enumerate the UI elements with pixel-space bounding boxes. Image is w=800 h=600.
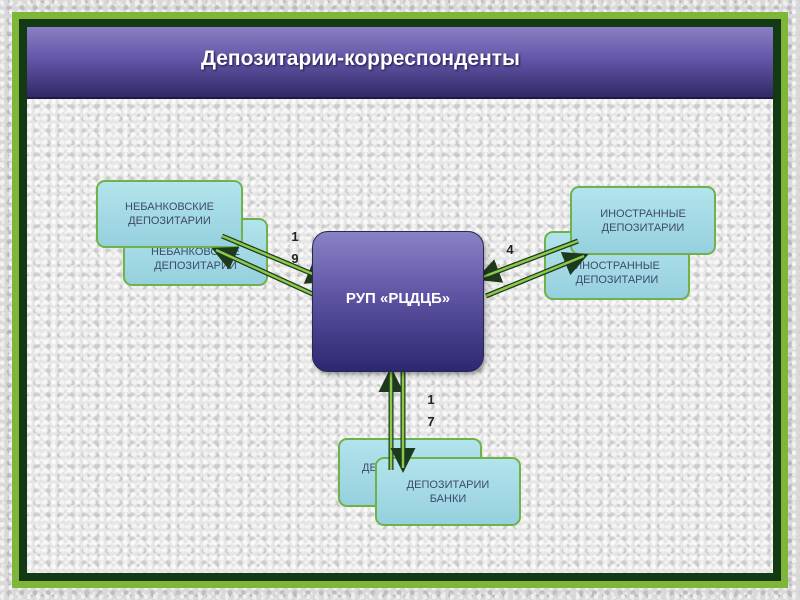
box-label-line: ДЕПОЗИТАРИИ bbox=[601, 221, 685, 234]
nonbank-depositories-box: НЕБАНКОВСКИЕ ДЕПОЗИТАРИИ bbox=[96, 180, 243, 248]
arrow-center-to-foreign bbox=[485, 251, 589, 299]
box-label-line: ДЕПОЗИТАРИИ bbox=[575, 273, 659, 286]
banks-count-digit: 7 bbox=[427, 414, 435, 429]
box-label-line: ДЕ bbox=[362, 461, 377, 474]
banks-count-digit: 1 bbox=[427, 392, 435, 407]
arrow-foreign-to-center bbox=[475, 238, 579, 283]
foreign-count: 4 bbox=[506, 242, 514, 257]
box-label-line: ДЕПОЗИТАРИИ bbox=[128, 215, 211, 227]
foreign-depositories-box: ИНОСТРАННЫЕ ДЕПОЗИТАРИИ bbox=[570, 186, 716, 255]
slide-frame: Депозитарии-корреспонденты bbox=[12, 12, 788, 588]
box-label-line: БАНКИ bbox=[429, 492, 467, 505]
central-depository-label: РУП «РЦДЦБ» bbox=[345, 290, 451, 307]
central-depository-node: РУП «РЦДЦБ» bbox=[312, 231, 484, 372]
box-label-line: НЕБАНКОВСКИЕ bbox=[125, 201, 214, 213]
title-bar: Депозитарии-корреспонденты bbox=[27, 27, 773, 99]
box-label-line: ИНОСТРАННЫЕ bbox=[600, 207, 686, 220]
slide-title: Депозитарии-корреспонденты bbox=[201, 47, 520, 70]
box-label-line: ДЕПОЗИТАРИИ bbox=[406, 478, 490, 491]
box-label-line: ИНОСТРАННЫЕ bbox=[574, 259, 660, 272]
arrow-center-to-nonbank bbox=[211, 246, 319, 299]
nonbank-count-digit: 1 bbox=[291, 229, 299, 244]
arrow-nonbank-to-center bbox=[221, 233, 332, 284]
nonbank-count-digit: 9 bbox=[291, 251, 299, 266]
